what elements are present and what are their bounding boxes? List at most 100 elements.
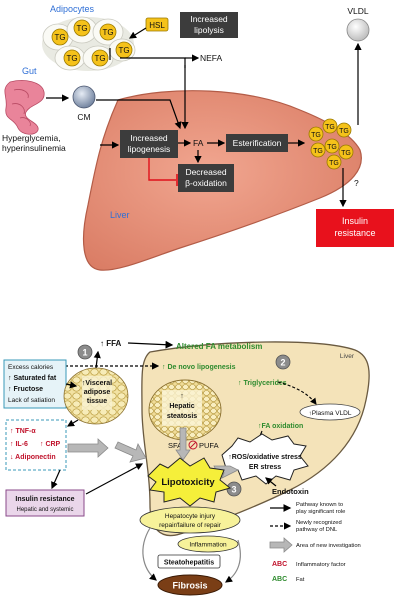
increased-lipolysis-line1: Increased xyxy=(190,14,228,24)
gut-label: Gut xyxy=(22,66,37,76)
tg-label: TG xyxy=(311,132,321,139)
endotoxin: Endotoxin xyxy=(272,487,309,496)
inflammation: Inflammation xyxy=(189,542,227,549)
legend-abc-red: ABC xyxy=(272,561,287,568)
altered-fa-metabolism: Altered FA metabolism xyxy=(176,342,262,351)
tg-label: TG xyxy=(66,54,77,63)
fa-oxidation: ↑FA oxidation xyxy=(258,423,303,430)
fibrosis: Fibrosis xyxy=(172,581,207,591)
hsl-box xyxy=(145,17,169,32)
hepatic-steatosis-line2: Hepatic xyxy=(169,403,194,410)
tg-label: TG xyxy=(118,46,129,55)
ffa-label: ↑ FFA xyxy=(100,339,122,348)
vldl-label: VLDL xyxy=(347,6,369,16)
hepatic-and-systemic: Hepatic and systemic xyxy=(16,507,73,513)
ros-line2: ER stress xyxy=(249,464,281,471)
hsl-label: HSL xyxy=(149,21,165,30)
legend-item-2-line1: Newly recognized xyxy=(296,520,342,526)
step-2-number: 2 xyxy=(280,358,285,368)
adipocyte-tg-3: TG xyxy=(99,23,117,41)
liver-tg-4: TG xyxy=(310,142,326,158)
il-6: ↑ IL-6 xyxy=(10,441,28,448)
insulin-resistance-bottom: Insulin resistance xyxy=(15,496,74,503)
cm-label: CM xyxy=(77,112,90,122)
tg-label: TG xyxy=(325,124,335,131)
adipocyte-tg-6: TG xyxy=(115,41,133,59)
pufa-label: PUFA xyxy=(199,441,219,450)
bottom-panel: Liver 1 2 3 ↑ FFA Altered FA metabolism … xyxy=(3,339,370,596)
de-novo-lipogenesis: ↑ De novo lipogenesis xyxy=(162,364,236,371)
sfas-label: SFAs xyxy=(168,441,186,450)
sfa-pufa-inhibit-icon xyxy=(188,440,198,450)
step-3-number: 3 xyxy=(231,485,236,495)
step-1-number: 1 xyxy=(82,348,87,358)
liver-label-top: Liver xyxy=(110,210,130,220)
tg-label: TG xyxy=(327,144,337,151)
liver-label-bottom: Liver xyxy=(340,353,355,360)
insulin-resistance-line2: resistance xyxy=(334,228,375,238)
hepatic-steatosis-line1: ↑ xyxy=(180,393,184,400)
inflammation-box xyxy=(177,535,239,553)
increased-lipolysis-line2: lipolysis xyxy=(194,25,224,35)
tg-label: TG xyxy=(341,150,351,157)
fructose: ↑ Fructose xyxy=(8,386,43,393)
liver-tg-5: TG xyxy=(324,138,340,154)
hepatocyte-injury-line1: Hepatocyte injury xyxy=(165,513,216,520)
esterification-box xyxy=(226,134,288,152)
tnf-alpha: ↑ TNF-α xyxy=(10,428,36,435)
legend-item-3: Area of new investigation xyxy=(296,543,361,549)
hepatocyte-injury-line2: repair/failure of repair xyxy=(159,522,222,529)
plasma-vldl: ↑Plasma VLDL xyxy=(309,410,352,417)
step-2-badge xyxy=(275,354,291,370)
tg-label: TG xyxy=(339,128,349,135)
hepatocyte-injury-box xyxy=(139,506,241,534)
visceral-line3: tissue xyxy=(87,398,107,405)
legend-item-5: Fat xyxy=(296,577,305,583)
vldl-particle xyxy=(346,18,370,42)
adipocyte-tg-5: TG xyxy=(91,49,109,67)
inflammatory-factors-box xyxy=(5,419,67,471)
step-1-badge xyxy=(77,344,93,360)
hepatic-steatosis-line3: steatosis xyxy=(167,413,197,420)
increased-lipogenesis-line2: lipogenesis xyxy=(128,144,171,154)
fa-label: FA xyxy=(193,138,204,148)
legend-item-1-line2: play significant role xyxy=(296,509,345,515)
liver-tg-7: TG xyxy=(326,154,342,170)
question-mark: ? xyxy=(354,178,359,188)
gut-illustration xyxy=(4,80,45,135)
hyperglycemia-line2: hyperinsulinemia xyxy=(2,143,66,153)
liver-tg-1: TG xyxy=(308,126,324,142)
adipocyte-tg-2: TG xyxy=(73,19,91,37)
cm-particle xyxy=(72,85,96,109)
lipotoxicity-starburst xyxy=(147,457,232,507)
decreased-beta-oxidation-line1: Decreased xyxy=(185,167,226,177)
adiponectin: ↓ Adiponectin xyxy=(10,454,56,461)
liver-tg-6: TG xyxy=(338,144,354,160)
plasma-vldl-box xyxy=(299,403,361,421)
increased-lipogenesis-line1: Increased xyxy=(130,133,168,143)
decreased-beta-oxidation-box xyxy=(178,164,234,192)
ros-line1: ↑ROS/oxidative stress xyxy=(228,454,302,461)
legend-abc-green: ABC xyxy=(272,576,287,583)
increased-lipolysis-box xyxy=(180,12,238,38)
triglycerides: ↑ Triglycerides xyxy=(238,380,287,387)
insulin-resistance-box xyxy=(316,209,394,247)
legend: Pathway known to play significant role N… xyxy=(269,502,361,583)
liver-tg-3: TG xyxy=(336,122,352,138)
hyperglycemia-line1: Hyperglycemia, xyxy=(2,133,61,143)
adipocyte-tg-4: TG xyxy=(63,49,81,67)
excess-calories-box xyxy=(3,359,67,409)
adipocyte-tg-1: TG xyxy=(51,28,69,46)
lack-of-satiation: Lack of satiation xyxy=(8,397,55,404)
tg-label: TG xyxy=(94,54,105,63)
steatohepatitis-box xyxy=(157,554,221,569)
nefa-label: NEFA xyxy=(200,53,223,63)
decreased-beta-oxidation-line2: β-oxidation xyxy=(185,178,227,188)
esterification-label: Esterification xyxy=(233,138,282,148)
excess-calories: Excess calories xyxy=(8,364,54,371)
saturated-fat: ↑ Saturated fat xyxy=(8,375,57,382)
tg-label: TG xyxy=(313,148,323,155)
